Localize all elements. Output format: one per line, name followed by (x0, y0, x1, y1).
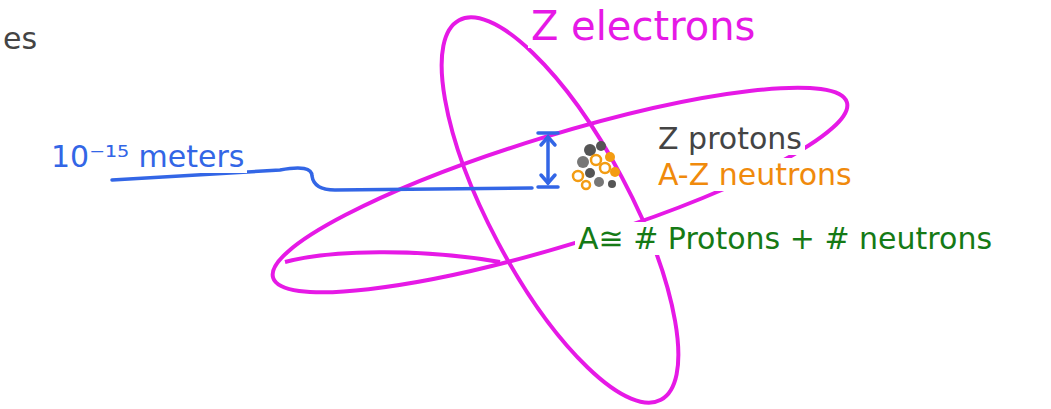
electron-label: Z electrons (528, 4, 758, 48)
mass-number-note: A≅ # Protons + # neutrons (575, 222, 995, 255)
orbit-stroke (285, 252, 500, 262)
arrow-head (541, 137, 555, 145)
dimension-bar (538, 131, 558, 135)
orbit (397, 0, 722, 409)
size-label: 10⁻¹⁵ meters (48, 140, 247, 173)
nucleus (573, 141, 620, 189)
electron-orbits (257, 0, 863, 409)
proton-label: Z protons (655, 122, 805, 155)
neutron-label: A-Z neutrons (655, 158, 855, 191)
dimension-bar (538, 185, 558, 189)
arrow-head (541, 175, 555, 183)
cut-off-text: es (0, 22, 40, 55)
dimension-arrow (546, 137, 550, 183)
